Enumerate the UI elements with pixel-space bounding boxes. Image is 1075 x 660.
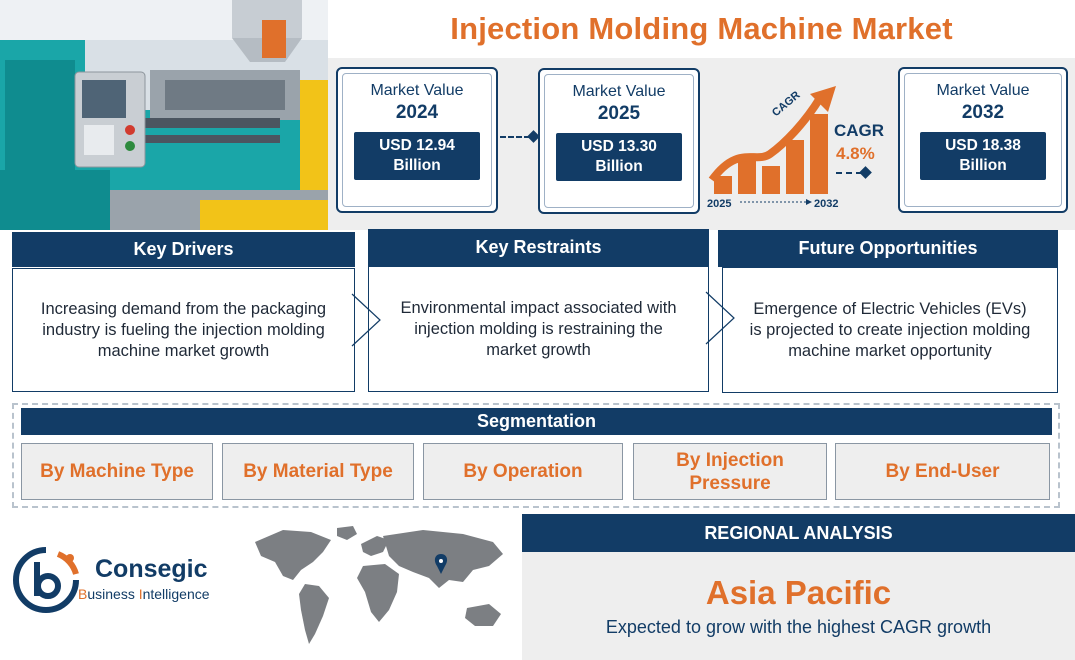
segment-end-user: By End-User <box>835 443 1050 500</box>
market-value-label: Market Value <box>370 82 464 99</box>
future-opportunities-header: Future Opportunities <box>718 230 1058 267</box>
market-value-card-2025: Market Value 2025 USD 13.30 Billion <box>538 68 700 214</box>
segment-machine-type: By Machine Type <box>21 443 213 500</box>
title-bar: Injection Molding Machine Market <box>328 0 1075 58</box>
market-value-year: 2025 <box>597 103 641 124</box>
cagr-growth-graphic <box>708 84 838 212</box>
key-drivers-body: Increasing demand from the packaging ind… <box>12 268 355 392</box>
market-value-amount: USD 18.38 Billion <box>920 132 1046 180</box>
market-value-label: Market Value <box>936 82 1030 99</box>
cagr-value: 4.8% <box>836 144 875 163</box>
injection-machine-photo <box>0 0 328 230</box>
cagr-end-year: 2032 <box>814 198 839 210</box>
key-restraints-text: Environmental impact associated with inj… <box>400 298 677 359</box>
regional-analysis-header: REGIONAL ANALYSIS <box>522 514 1075 552</box>
future-opportunities-body: Emergence of Electric Vehicles (EVs) is … <box>722 267 1058 393</box>
market-value-label: Market Value <box>572 83 666 100</box>
key-restraints-body: Environmental impact associated with inj… <box>368 266 709 392</box>
market-value-amount: USD 12.94 Billion <box>354 132 480 180</box>
logo-name: Consegic <box>95 555 208 583</box>
chevron-right-icon <box>705 291 735 345</box>
consegic-logo-icon <box>13 547 79 613</box>
key-drivers-header: Key Drivers <box>12 232 355 267</box>
region-name: Asia Pacific <box>705 574 892 611</box>
key-restraints-header: Key Restraints <box>368 229 709 266</box>
market-value-card-2032: Market Value 2032 USD 18.38 Billion <box>898 67 1068 213</box>
future-opportunities-text: Emergence of Electric Vehicles (EVs) is … <box>749 299 1031 360</box>
market-value-card-2024: Market Value 2024 USD 12.94 Billion <box>336 67 498 213</box>
connector-dashed-line <box>836 172 862 174</box>
page-title: Injection Molding Machine Market <box>450 11 953 46</box>
region-description: Expected to grow with the highest CAGR g… <box>605 617 992 637</box>
market-value-year: 2032 <box>961 102 1005 123</box>
world-map-image <box>255 526 503 644</box>
cagr-start-year: 2025 <box>707 198 732 210</box>
segment-injection-pressure: By Injection Pressure <box>633 443 827 500</box>
segment-operation: By Operation <box>423 443 623 500</box>
market-value-year: 2024 <box>395 102 439 123</box>
segmentation-frame <box>12 403 1060 508</box>
key-drivers-text: Increasing demand from the packaging ind… <box>40 299 327 360</box>
connector-dashed-line <box>500 136 530 138</box>
cagr-label: CAGR <box>834 121 885 140</box>
chevron-right-icon <box>351 293 381 347</box>
segment-material-type: By Material Type <box>222 443 414 500</box>
logo-tagline: Business Intelligence <box>78 586 210 602</box>
market-value-amount: USD 13.30 Billion <box>556 133 682 181</box>
segmentation-header: Segmentation <box>21 408 1052 435</box>
regional-analysis-body <box>522 552 1075 660</box>
